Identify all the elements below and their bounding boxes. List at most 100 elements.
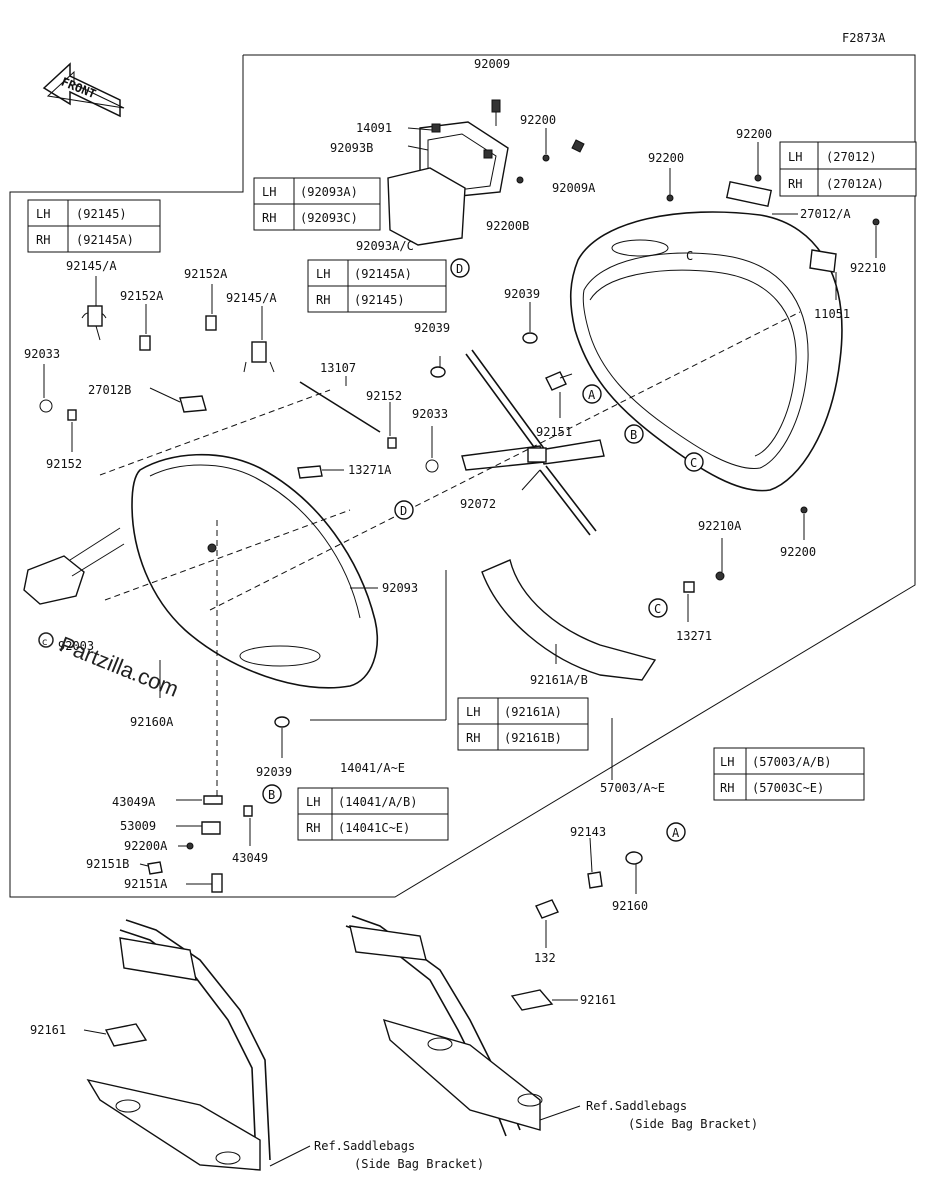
bracket-53009 (201, 821, 221, 835)
callout-43049: 43049 (232, 851, 268, 865)
table-14041: LH (14041/A/B) RH (14041C~E) (297, 787, 449, 841)
marker-b-2: B (262, 784, 282, 804)
callout-43049a: 43049A (112, 795, 156, 809)
table-92145-mid: LH (92145A) RH (92145) (307, 259, 447, 313)
callout-92033-right: 92033 (412, 407, 448, 421)
pin-92152-left (67, 409, 77, 421)
callout-92003: 92003 (58, 639, 94, 653)
svg-text:(92145A): (92145A) (76, 233, 134, 247)
saddlebag-lid-92093 (131, 453, 378, 689)
svg-text:(92093A): (92093A) (300, 185, 358, 199)
marker-c-1: C (684, 452, 704, 472)
marker-d-1: D (450, 258, 470, 278)
svg-text:(92161A): (92161A) (504, 705, 562, 719)
leader-lines (43, 127, 877, 1167)
callout-92152a-right: 92152A (184, 267, 228, 281)
grommet-92039-a (522, 332, 538, 344)
front-arrow-icon: FRONT (42, 62, 125, 118)
svg-text:LH: LH (306, 795, 320, 809)
rod-13107 (299, 381, 381, 433)
svg-text:(92145): (92145) (354, 293, 405, 307)
callout-13271: 13271 (676, 629, 712, 643)
figure-code: F2873A (842, 31, 886, 45)
svg-text:RH: RH (720, 781, 734, 795)
callout-57003: 57003/A~E (600, 781, 665, 795)
callout-27012-a: 27012/A (800, 207, 851, 221)
marker-d-2: D (394, 500, 414, 520)
svg-text:RH: RH (306, 821, 320, 835)
ref-left-line1: Ref.Saddlebags (314, 1139, 415, 1153)
hinge-27012 (725, 180, 773, 208)
callouts: 92009 14091 92093B 92200 92009A 92200B 9… (24, 57, 886, 1171)
callout-92152-left: 92152 (46, 457, 82, 471)
callout-92151: 92151 (536, 425, 572, 439)
clip-13271a (297, 465, 323, 479)
svg-text:RH: RH (466, 731, 480, 745)
callout-92039-c: 92039 (256, 765, 292, 779)
callout-92160a: 92160A (130, 715, 174, 729)
bolt-92151a (211, 873, 223, 893)
table-92145-top: LH (92145) RH (92145A) (27, 199, 161, 253)
watermark-text: Partzilla.com (56, 631, 182, 701)
callout-92161-left: 92161 (30, 1023, 66, 1037)
saddlebag-body-57003: C (569, 211, 843, 492)
callout-92200-low: 92200 (780, 545, 816, 559)
bolt-132 (535, 899, 559, 919)
callout-27012b: 27012B (88, 383, 131, 397)
callout-132: 132 (534, 951, 556, 965)
callout-92093a-c: 92093A/C (356, 239, 414, 253)
svg-text:(57003/A/B): (57003/A/B) (752, 755, 831, 769)
pin-92152-right (387, 437, 397, 449)
grommet-92160 (625, 851, 643, 865)
svg-text:(92093C): (92093C) (300, 211, 358, 225)
callout-92161-right: 92161 (580, 993, 616, 1007)
svg-text:C: C (654, 602, 661, 616)
svg-text:LH: LH (466, 705, 480, 719)
svg-text:A: A (588, 388, 596, 402)
callout-92093b: 92093B (330, 141, 373, 155)
ref-right-line1: Ref.Saddlebags (586, 1099, 687, 1113)
callout-13107: 13107 (320, 361, 356, 375)
callout-92033-left: 92033 (24, 347, 60, 361)
callout-92151a: 92151A (124, 877, 168, 891)
table-92161: LH (92161A) RH (92161B) (457, 697, 589, 751)
plate-43049 (243, 805, 253, 817)
latch-92003 (23, 555, 85, 605)
svg-text:RH: RH (316, 293, 330, 307)
svg-text:RH: RH (262, 211, 276, 225)
callout-92145-a-right: 92145/A (226, 291, 277, 305)
callout-92072: 92072 (460, 497, 496, 511)
bolt-92009 (491, 99, 501, 113)
marker-b-1: B (624, 424, 644, 444)
bolt-92151 (545, 371, 573, 391)
nut-92210 (872, 218, 880, 226)
callout-92200a: 92200A (124, 839, 168, 853)
callout-92152a-left: 92152A (120, 289, 164, 303)
callout-53009: 53009 (120, 819, 156, 833)
watermark: c Partzilla.com (38, 631, 182, 702)
svg-text:(14041C~E): (14041C~E) (338, 821, 410, 835)
spring-92145-right (243, 341, 275, 373)
callout-92200-top: 92200 (520, 113, 556, 127)
table-92093: LH (92093A) RH (92093C) (253, 177, 381, 231)
svg-text:(92161B): (92161B) (504, 731, 562, 745)
svg-text:B: B (630, 428, 637, 442)
grommet-92039-c (274, 716, 290, 728)
bolt-92009a (571, 139, 585, 153)
strap-92072 (461, 349, 605, 536)
callout-92039-b: 92039 (414, 321, 450, 335)
washer-92143 (587, 871, 603, 889)
table-27012: LH (27012) RH (27012A) (779, 141, 917, 197)
callout-11051: 11051 (814, 307, 850, 321)
svg-text:D: D (400, 504, 407, 518)
bracket-11051 (809, 249, 837, 273)
nut-92210a (715, 571, 725, 581)
svg-text:(14041/A/B): (14041/A/B) (338, 795, 417, 809)
svg-text:(27012A): (27012A) (826, 177, 884, 191)
svg-text:A: A (672, 826, 680, 840)
svg-text:(92145): (92145) (76, 207, 127, 221)
gasket-92093a (387, 167, 466, 246)
svg-text:LH: LH (262, 185, 276, 199)
svg-text:C: C (686, 249, 693, 263)
